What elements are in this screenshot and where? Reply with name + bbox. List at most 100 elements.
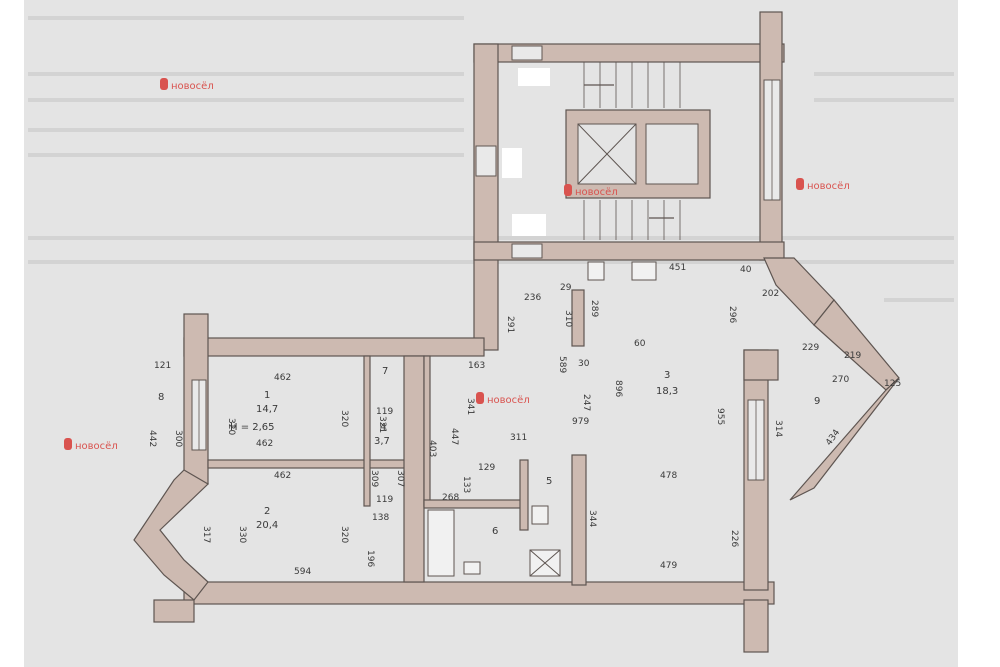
wall-kitchen-stub [571, 289, 585, 347]
dim-label: 309 [369, 470, 379, 487]
redaction-blocks [502, 68, 550, 236]
dim-label: 307 [395, 470, 405, 487]
room-3-number: 3 [664, 370, 670, 381]
room-2-number: 2 [264, 506, 270, 517]
room-labels: 1 14,7 H = 2,65 2 20,4 3 18,3 4 3,7 5 6 … [158, 366, 820, 537]
dim-label: 289 [589, 300, 599, 317]
dim-label: 300 [173, 430, 183, 447]
sink [463, 561, 481, 575]
dim-label: 60 [634, 339, 646, 349]
south-stub-left [153, 599, 195, 623]
room-5-number: 5 [546, 476, 552, 487]
dim-label: 462 [274, 471, 291, 481]
dim-label: 403 [427, 440, 437, 457]
dim-label: 594 [294, 567, 311, 577]
svg-text:новосёл: новосёл [75, 441, 118, 452]
dim-label: 462 [256, 439, 273, 449]
south-wall [183, 581, 775, 605]
north-wall-left [183, 337, 485, 357]
stair-wall-bottom [473, 241, 785, 261]
dim-label: 979 [572, 417, 589, 427]
stove [631, 261, 657, 281]
dim-label: 196 [365, 550, 375, 567]
wall-room1-room2 [207, 459, 409, 469]
dim-label: 29 [560, 283, 572, 293]
dim-label: 478 [660, 471, 677, 481]
svg-text:новосёл: новосёл [807, 181, 850, 192]
watermark-right: новосёл [796, 178, 850, 192]
svg-text:новосёл: новосёл [171, 81, 214, 92]
dim-label: 202 [762, 289, 779, 299]
dim-label: 138 [372, 513, 389, 523]
watermark-top-left: новосёл [160, 78, 214, 92]
dim-label: 341 [465, 398, 475, 415]
wall-wc-west [519, 459, 529, 531]
dim-label: 40 [740, 265, 752, 275]
elevator-shaft-2 [645, 123, 699, 185]
dim-label: 479 [660, 561, 677, 571]
wall-bath-north [423, 499, 525, 509]
room-9-number: 9 [814, 396, 820, 407]
bay-window-east-lower [789, 377, 900, 501]
room-6-number: 6 [492, 526, 498, 537]
dim-label: 321 [377, 416, 387, 433]
dim-label: 133 [461, 476, 471, 493]
room-3-area: 18,3 [656, 386, 678, 397]
dim-label: 344 [587, 510, 597, 527]
dim-label: 163 [468, 361, 485, 371]
toilet [531, 505, 549, 525]
dim-label: 317 [201, 526, 211, 543]
wall-room3-divider [743, 349, 779, 381]
dim-label: 896 [613, 380, 623, 397]
dim-label: 462 [274, 373, 291, 383]
bay-window-east [813, 299, 900, 391]
dim-label: 125 [884, 379, 901, 389]
dim-label: 296 [727, 306, 737, 323]
dim-label: 451 [669, 263, 686, 273]
window-stair-top [511, 45, 543, 61]
svg-text:новосёл: новосёл [487, 395, 530, 406]
fixtures [427, 261, 657, 577]
dim-label: 442 [147, 430, 157, 447]
staircase [583, 62, 681, 240]
window-mullions [198, 80, 773, 480]
dimension-labels: 462 462 462 320 320 330 317 320 121 442 … [147, 263, 901, 577]
wall-hall-west [423, 355, 431, 507]
dim-label: 121 [154, 361, 171, 371]
bathtub [427, 509, 455, 577]
east-stub-bottom [743, 599, 769, 653]
elevator [577, 123, 699, 185]
room-7-number: 7 [382, 366, 388, 377]
dim-label: 236 [524, 293, 541, 303]
wall-closet [363, 355, 371, 507]
walls [133, 11, 900, 653]
dim-label: 268 [442, 493, 459, 503]
room-1-area: 14,7 [256, 404, 278, 415]
watermarks: новосёл новосёл новосёл новосёл новосёл [64, 78, 850, 452]
room-1-number: 1 [264, 390, 270, 401]
dim-label: 955 [715, 408, 725, 425]
room-2-area: 20,4 [256, 520, 278, 531]
room-1-height: H = 2,65 [230, 422, 275, 433]
dim-label: 229 [802, 343, 819, 353]
dim-label: 320 [339, 526, 349, 543]
dim-label: 311 [510, 433, 527, 443]
svg-text:новосёл: новосёл [575, 187, 618, 198]
room-4-area: 3,7 [374, 436, 390, 447]
dim-label: 270 [832, 375, 849, 385]
window-stair-bottom [511, 243, 543, 259]
dim-label: 314 [773, 420, 783, 437]
dim-label: 119 [376, 407, 393, 417]
wall-room1-east [403, 355, 425, 583]
dim-label: 219 [844, 351, 861, 361]
room-8-number: 8 [158, 392, 164, 403]
wall-wc-east [571, 454, 587, 586]
dim-label: 310 [563, 310, 573, 327]
dim-label: 447 [449, 428, 459, 445]
window-stair-left [475, 145, 497, 177]
dim-label: 119 [376, 495, 393, 505]
watermark-center: новосёл [476, 392, 530, 406]
room-4-number: 4 [380, 422, 386, 433]
dim-label: 247 [581, 394, 591, 411]
dim-label: 291 [505, 316, 515, 333]
